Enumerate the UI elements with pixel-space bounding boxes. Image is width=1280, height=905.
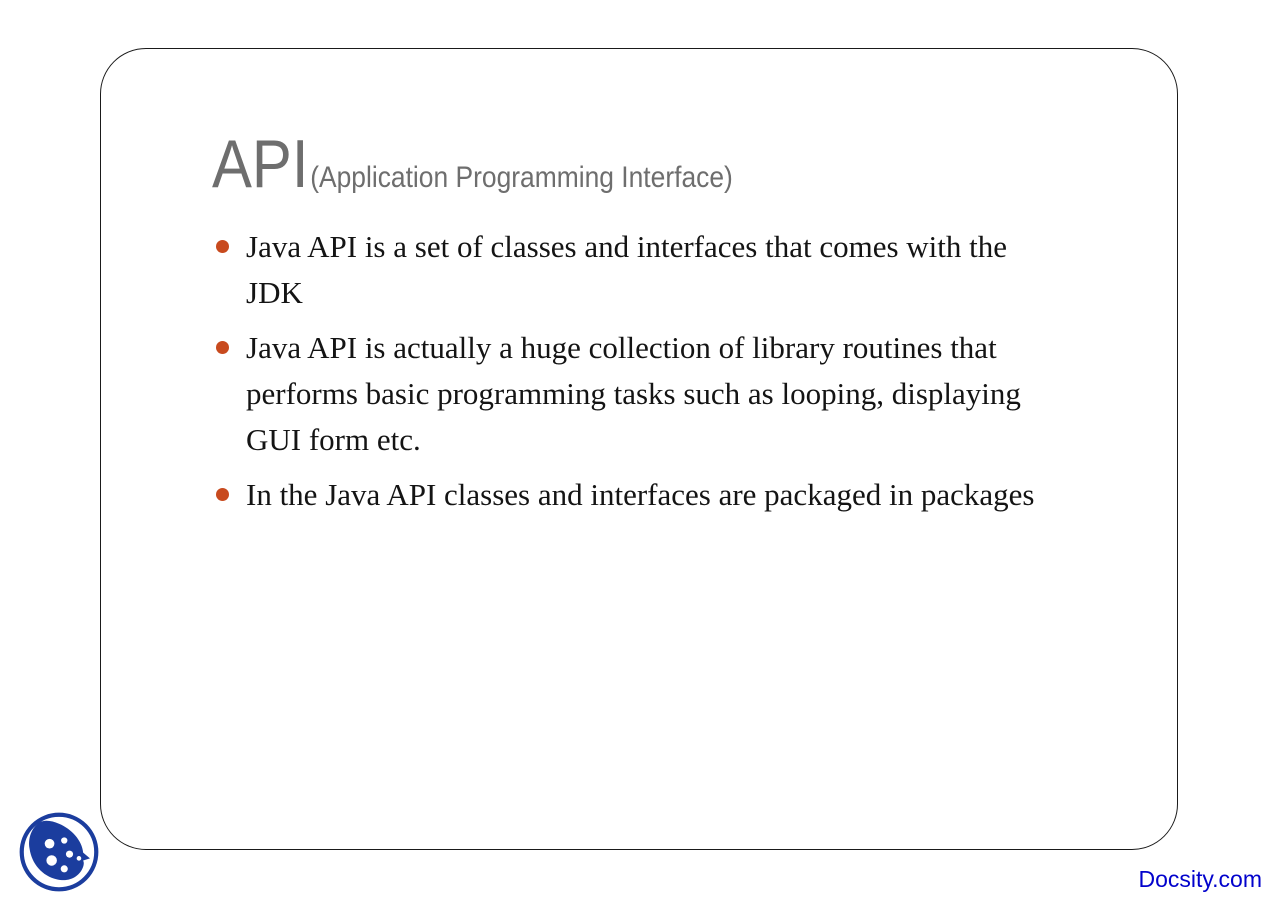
bullet-dot-icon: [216, 240, 229, 253]
bullet-text-line: Java API is a set of classes and interfa…: [246, 229, 1007, 264]
bullet-list: Java API is a set of classes and interfa…: [215, 224, 1155, 527]
bullet-dot-icon: [216, 341, 229, 354]
docsity-link[interactable]: Docsity.com: [1138, 866, 1262, 892]
slide-border: [100, 48, 1178, 850]
bullet-text-line: Java API is actually a huge collection o…: [246, 330, 997, 365]
bullet-text-line: JDK: [246, 275, 303, 310]
docsity-logo-icon: [19, 812, 99, 892]
slide-subtitle: (Application Programming Interface): [310, 161, 733, 194]
list-item: Java API is actually a huge collection o…: [215, 325, 1155, 463]
bullet-text-line: performs basic programming tasks such as…: [246, 376, 1021, 411]
page-title: API (Application Programming Interface): [212, 128, 733, 200]
bullet-dot-icon: [216, 488, 229, 501]
slide-title: API: [212, 126, 309, 202]
list-item: Java API is a set of classes and interfa…: [215, 224, 1155, 316]
bullet-text-line: GUI form etc.: [246, 422, 421, 457]
bullet-text-line: In the Java API classes and interfaces a…: [246, 477, 1035, 512]
list-item: In the Java API classes and interfaces a…: [215, 472, 1155, 518]
